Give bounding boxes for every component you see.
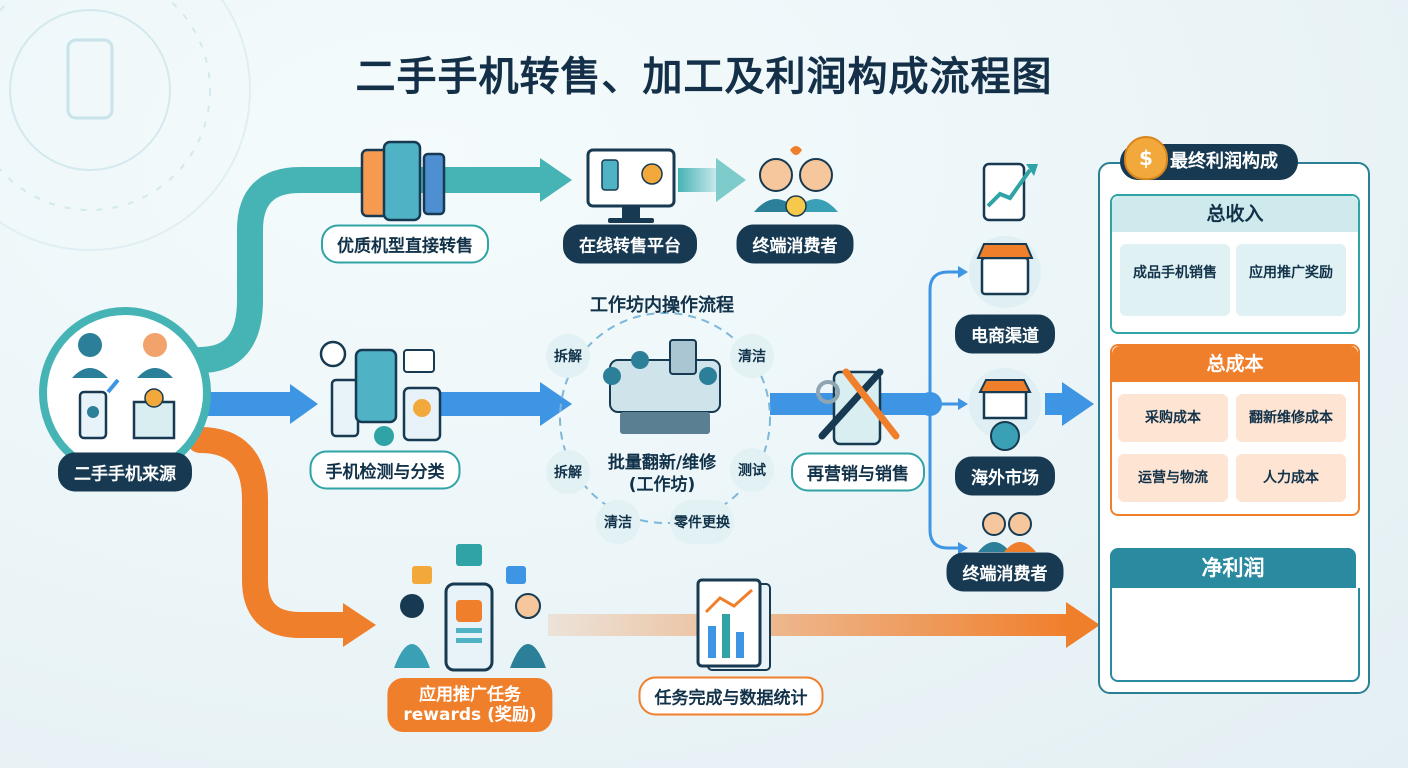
stats-illustration [696,578,771,671]
workshop-step-disassemble-2: 拆解 [546,450,590,494]
arrow-teal-fade [678,168,718,192]
workshop-step-parts: 零件更换 [670,500,734,544]
node-source: 二手手机来源 [58,452,192,492]
workshop-cycle [559,312,771,524]
channel-end-consumer: 终端消费者 [946,552,1064,592]
arrow-orange-long [548,614,1068,636]
arrow-orange-path [187,427,358,638]
app-promo-line-1: 应用推广任务 [418,685,521,705]
node-task-stats: 任务完成与数据统计 [638,676,824,716]
overseas-illustration [969,368,1041,451]
arrow-teal-path [187,167,553,373]
workshop-step-clean: 清洁 [730,334,774,378]
consumers-right-illustration [978,512,1036,552]
node-remarketing: 再营销与销售 [791,452,925,492]
page-title: 二手手机转售、加工及利润构成流程图 [355,54,1053,100]
cost-item-refurb: 翻新维修成本 [1236,394,1346,442]
revenue-title: 总收入 [1112,196,1358,232]
cost-item-labor: 人力成本 [1236,454,1346,502]
net-profit-section [1110,588,1360,682]
channel-ecommerce: 电商渠道 [955,314,1055,354]
consumers-illustration [754,146,838,217]
node-end-consumer-top: 终端消费者 [736,224,854,264]
phones-illustration [360,140,446,222]
node-app-promo: 应用推广任务 rewards (奖励) [387,678,553,732]
arrow-orange-head-2 [1066,602,1100,648]
revenue-item-phones: 成品手机销售 [1120,244,1230,316]
arrow-blue-2-head [540,382,572,426]
node-direct-resale: 优质机型直接转售 [321,224,489,264]
app-promo-line-2: rewards (奖励) [403,705,537,725]
arrow-blue-4-head [1062,382,1094,426]
workshop-title: 工作坊内操作流程 [590,295,734,316]
inspection-illustration [319,340,442,446]
arrow-orange-head-1 [343,603,376,647]
revenue-item-app: 应用推广奖励 [1236,244,1346,316]
source-illustration [39,307,211,479]
workshop-center: 批量翻新/维修 (工作坊) [607,453,717,495]
channel-overseas: 海外市场 [955,456,1055,496]
workshop-step-clean-2: 清洁 [596,500,640,544]
arrow-teal-head [540,158,572,202]
node-online-platform: 在线转售平台 [563,224,697,264]
ecommerce-illustration [969,236,1041,308]
remarketing-illustration [816,368,900,446]
workshop-step-test: 测试 [730,448,774,492]
net-profit-title: 净利润 [1110,548,1356,588]
app-promo-illustration [394,544,546,672]
arrow-teal-fade-head [716,158,746,202]
trend-phone-illustration [982,162,1038,222]
cost-item-purchase: 采购成本 [1118,394,1228,442]
decor-rings [0,0,251,251]
cost-title: 总成本 [1112,346,1358,382]
monitor-illustration [586,148,676,223]
arrow-blue-branches [928,270,960,550]
node-inspection: 手机检测与分类 [309,450,461,490]
arrow-blue-1-head [290,384,318,424]
money-bag-icon: $ [1124,136,1168,180]
workshop-step-disassemble: 拆解 [546,334,590,378]
cost-item-logistics: 运营与物流 [1118,454,1228,502]
